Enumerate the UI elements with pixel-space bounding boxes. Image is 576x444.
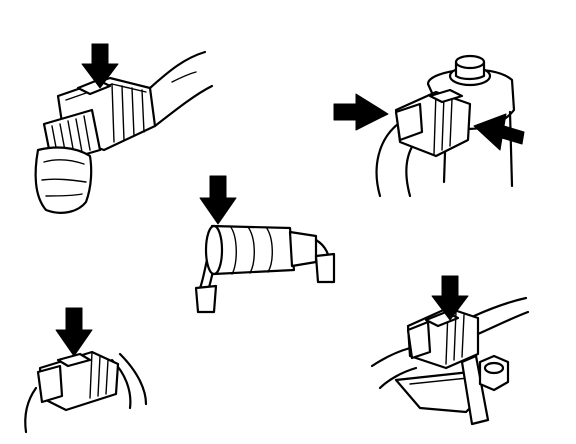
arrow-down-icon-bottom-left — [55, 307, 93, 357]
connector-center-inline — [194, 175, 336, 314]
arrow-left-icon — [473, 113, 525, 151]
connector-bottom-right-bracket — [370, 275, 530, 426]
arrow-down-icon-center — [199, 175, 237, 225]
arrow-down-icon — [81, 43, 119, 89]
connector-top-left — [34, 43, 214, 214]
arrow-right-icon — [333, 93, 389, 131]
connector-bottom-left — [24, 307, 148, 434]
connector-top-right-sensor — [333, 54, 525, 198]
arrow-down-icon-bottom-right — [431, 275, 469, 321]
